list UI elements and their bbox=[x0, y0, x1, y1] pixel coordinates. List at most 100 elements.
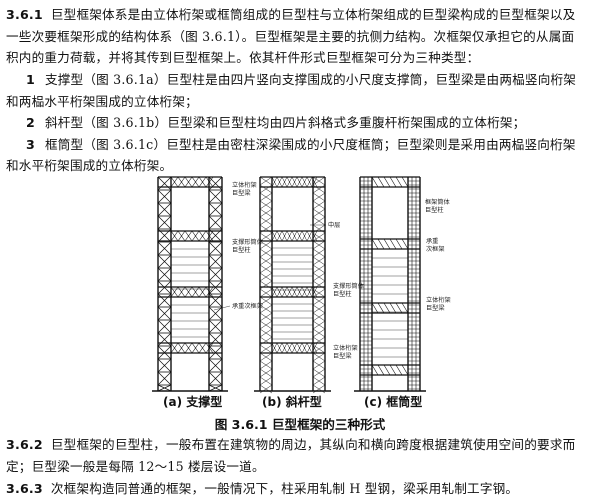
frame-member bbox=[377, 302, 385, 314]
frame-member bbox=[271, 342, 278, 354]
frame-member bbox=[276, 286, 283, 298]
frame-member bbox=[312, 328, 326, 338]
frame-member bbox=[157, 202, 172, 217]
frame-member bbox=[259, 312, 273, 322]
frame-member bbox=[205, 286, 214, 298]
frame-member bbox=[312, 232, 326, 242]
frame-member bbox=[157, 332, 172, 347]
frame-member bbox=[377, 176, 385, 188]
subcaption-c: (c) 框筒型 bbox=[364, 395, 423, 409]
frame-member bbox=[198, 176, 207, 188]
frame-member bbox=[208, 293, 223, 308]
frame-member bbox=[401, 176, 409, 188]
frame-member bbox=[312, 192, 326, 202]
frame-member bbox=[208, 176, 223, 191]
frame-member bbox=[311, 342, 318, 354]
text-line: 和两榀水平桁架围成的立体桁架； bbox=[6, 91, 594, 113]
frame-member bbox=[208, 202, 223, 217]
frame-member bbox=[291, 286, 298, 298]
frame-member bbox=[259, 368, 273, 378]
text-line: 3.6.2 巨型框架的巨型柱，一般布置在建筑物的周边，其纵向和横向跨度根据建筑使用… bbox=[6, 434, 594, 456]
frame-c-diagram bbox=[354, 176, 426, 392]
frame-member bbox=[157, 254, 172, 269]
frame-member bbox=[259, 248, 273, 258]
frame-member bbox=[312, 176, 326, 186]
frame-member bbox=[312, 256, 326, 266]
frame-member bbox=[177, 286, 186, 298]
frame-member bbox=[259, 328, 273, 338]
text-line: 定；巨型梁一般是每隔 12～15 楼层设一道。 bbox=[6, 456, 594, 478]
frame-member bbox=[157, 371, 172, 386]
section-number: 3.6.2 bbox=[6, 437, 43, 452]
line-text: 支撑型（图 3.6.1a）巨型柱是由四片竖向支撑围成的小尺度支撑筒，巨型梁是由两… bbox=[44, 72, 577, 87]
frame-a-label: 承重次框架 bbox=[232, 302, 263, 310]
frame-c-label: 巨型梁 bbox=[426, 304, 445, 312]
frame-member bbox=[312, 296, 326, 306]
frame-b-label: 立体桁架 bbox=[333, 344, 358, 352]
frame-b-label: 巨型柱 bbox=[333, 290, 352, 298]
frame-member bbox=[184, 342, 193, 354]
frame-member bbox=[170, 176, 179, 188]
frame-member bbox=[259, 184, 273, 194]
frame-a-label: 巨型梁 bbox=[232, 189, 251, 197]
frame-member bbox=[291, 342, 298, 354]
frame-member bbox=[259, 336, 273, 346]
line-text: 次框架构造同普通的框架，一般情况下，柱采用轧制 H 型钢，梁采用轧制工字钢。 bbox=[50, 481, 519, 496]
frame-member bbox=[312, 312, 326, 322]
frame-member bbox=[312, 184, 326, 194]
frame-member bbox=[271, 176, 278, 188]
frame-member bbox=[208, 384, 223, 392]
item-number: 2 bbox=[26, 115, 35, 130]
frame-member bbox=[395, 238, 403, 250]
frame-member bbox=[191, 230, 200, 242]
frame-member bbox=[259, 296, 273, 306]
frame-member bbox=[208, 371, 223, 386]
frame-member bbox=[291, 176, 298, 188]
frame-member bbox=[259, 376, 273, 386]
line-text: 巨型框架的巨型柱，一般布置在建筑物的周边，其纵向和横向跨度根据建筑使用空间的要求… bbox=[50, 437, 576, 452]
frame-member bbox=[371, 302, 379, 314]
frame-member bbox=[191, 342, 200, 354]
frame-member bbox=[191, 176, 200, 188]
frame-b-diagram bbox=[254, 176, 331, 394]
frame-member bbox=[296, 286, 303, 298]
frame-member bbox=[291, 230, 298, 242]
frame-member bbox=[281, 342, 288, 354]
frame-member bbox=[306, 342, 313, 354]
line-text: 和两榀水平桁架围成的立体桁架； bbox=[6, 93, 198, 109]
frame-member bbox=[312, 264, 326, 274]
frame-member bbox=[286, 286, 293, 298]
frame-member bbox=[296, 230, 303, 242]
frame-member bbox=[377, 238, 385, 250]
frame-member bbox=[205, 230, 214, 242]
frame-member bbox=[276, 230, 283, 242]
frame-member bbox=[383, 238, 391, 250]
frame-member bbox=[170, 342, 179, 354]
frame-member bbox=[157, 319, 172, 334]
frame-member bbox=[191, 286, 200, 298]
frame-member bbox=[395, 364, 403, 376]
frame-member bbox=[208, 319, 223, 334]
frame-member bbox=[259, 240, 273, 250]
frame-member bbox=[312, 376, 326, 386]
text-line: 和水平桁架围成的立体桁架。 bbox=[6, 155, 594, 177]
frame-member bbox=[281, 230, 288, 242]
frame-member bbox=[208, 267, 223, 282]
frame-member bbox=[301, 342, 308, 354]
frame-member bbox=[312, 208, 326, 218]
frame-a-label: 立体桁架 bbox=[232, 181, 257, 189]
frame-member bbox=[259, 232, 273, 242]
frame-member bbox=[259, 320, 273, 330]
frame-member bbox=[395, 302, 403, 314]
frame-member bbox=[371, 176, 379, 188]
frame-member bbox=[259, 280, 273, 290]
frame-b-label: 巨型梁 bbox=[333, 352, 352, 360]
frame-member bbox=[157, 358, 172, 373]
frame-member bbox=[259, 208, 273, 218]
frame-member bbox=[389, 238, 397, 250]
line-text: 和水平桁架围成的立体桁架。 bbox=[6, 158, 173, 173]
